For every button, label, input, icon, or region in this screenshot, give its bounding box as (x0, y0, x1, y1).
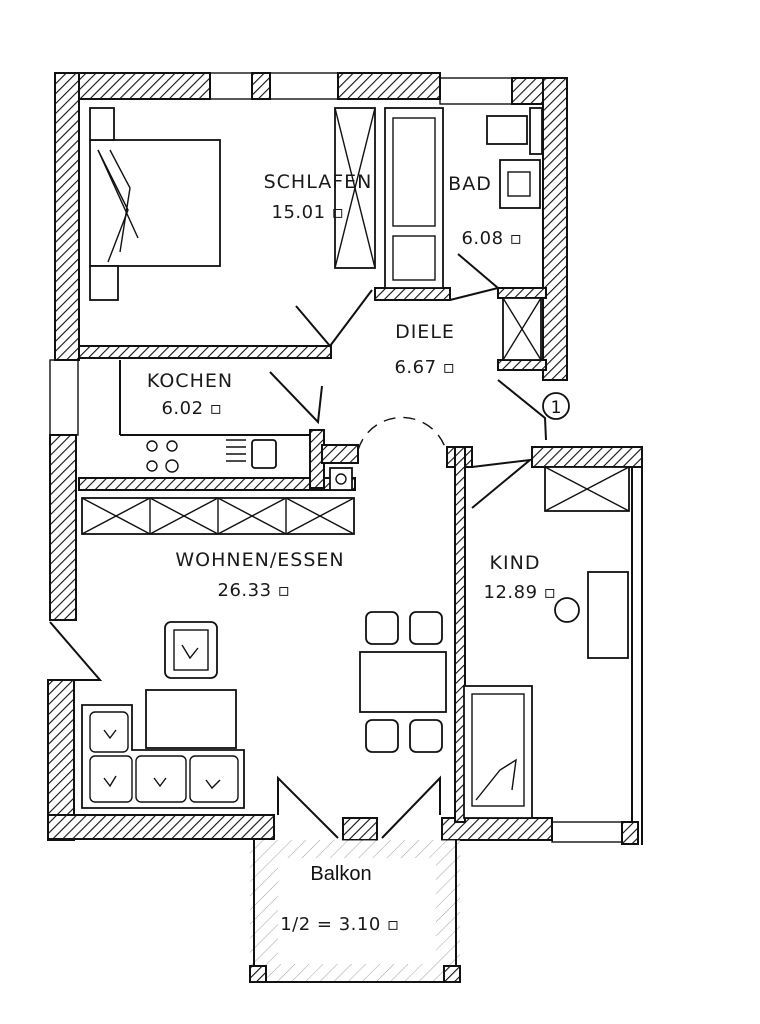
room-label-balkon: Balkon 1/2 = 3.10 ▫ (280, 863, 400, 935)
room-name: SCHLAFEN (264, 171, 373, 193)
room-area: 12.89 (484, 582, 538, 603)
sofa-icon (81, 704, 245, 809)
room-area: 6.67 (394, 357, 436, 378)
room-label-schlafen: SCHLAFEN 15.01 ▫ (264, 171, 373, 223)
area-unit: ▫ (210, 398, 223, 419)
area-unit: ▫ (510, 228, 523, 249)
room-label-diele: DIELE 6.67 ▫ (394, 321, 455, 378)
area-unit: ▫ (332, 202, 345, 223)
bed-icon (89, 107, 221, 301)
room-area: 15.01 (272, 202, 326, 223)
cabinet-row-wohnen (81, 497, 355, 535)
svg-text:12.89 ▫: 12.89 ▫ (484, 582, 557, 603)
room-name: KIND (490, 552, 541, 574)
exterior-walls (47, 72, 643, 845)
doors (49, 253, 547, 839)
area-unit: ▫ (544, 582, 557, 603)
room-area: 26.33 (218, 580, 272, 601)
interior-walls (78, 287, 547, 823)
svg-text:15.01 ▫: 15.01 ▫ (272, 202, 345, 223)
entrance-marker: 1 (542, 392, 570, 420)
area-unit: ▫ (443, 357, 456, 378)
entrance-marker-number: 1 (551, 398, 562, 418)
balkon-name: Balkon (310, 863, 371, 885)
svg-text:26.33 ▫: 26.33 ▫ (218, 580, 291, 601)
area-unit: ▫ (387, 914, 400, 935)
balcony (249, 840, 461, 983)
room-name: WOHNEN/ESSEN (175, 549, 344, 571)
dining-table-icon (359, 611, 447, 753)
desk-icon (554, 571, 629, 659)
svg-text:6.08 ▫: 6.08 ▫ (461, 228, 522, 249)
room-label-wohnen: WOHNEN/ESSEN 26.33 ▫ (175, 549, 344, 601)
armchair-icon (164, 621, 218, 679)
wardrobe-kind (544, 466, 630, 512)
room-label-kind: KIND 12.89 ▫ (484, 552, 557, 603)
room-label-bad: BAD 6.08 ▫ (448, 173, 522, 249)
coffee-table-icon (145, 689, 237, 749)
bathroom-fixtures (486, 107, 543, 209)
room-name: KOCHEN (147, 370, 233, 392)
balkon-area: 1/2 = 3.10 (280, 914, 381, 935)
wardrobe-bad (502, 297, 542, 361)
kitchen-appliances (146, 439, 353, 491)
room-name: BAD (448, 173, 492, 195)
wardrobe-diele (384, 107, 444, 289)
room-label-kochen: KOCHEN 6.02 ▫ (147, 370, 233, 419)
svg-text:6.02 ▫: 6.02 ▫ (161, 398, 222, 419)
wardrobe-schlafen (334, 107, 376, 269)
room-name: DIELE (395, 321, 455, 343)
room-area: 6.08 (461, 228, 503, 249)
svg-text:1/2 = 3.10 ▫: 1/2 = 3.10 ▫ (280, 914, 400, 935)
room-area: 6.02 (161, 398, 203, 419)
svg-text:6.67 ▫: 6.67 ▫ (394, 357, 455, 378)
child-bed-icon (463, 685, 533, 819)
area-unit: ▫ (278, 580, 291, 601)
